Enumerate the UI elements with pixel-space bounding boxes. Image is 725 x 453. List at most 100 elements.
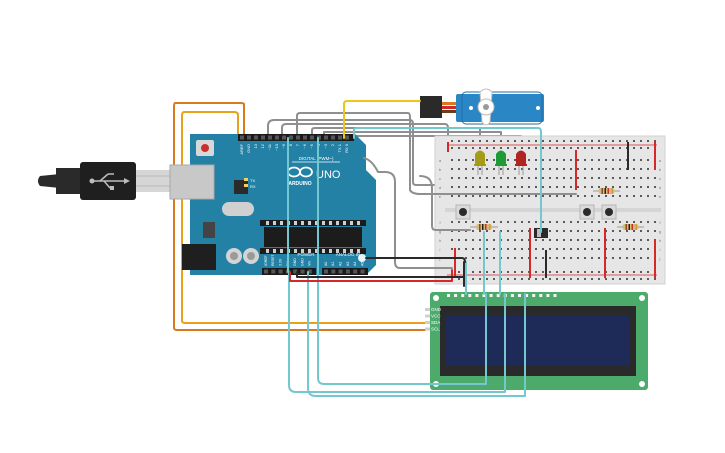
terminal-hole[interactable] bbox=[612, 186, 614, 188]
terminal-hole[interactable] bbox=[577, 221, 579, 223]
terminal-hole[interactable] bbox=[563, 248, 565, 250]
terminal-hole[interactable] bbox=[584, 248, 586, 250]
terminal-hole[interactable] bbox=[654, 177, 656, 179]
terminal-hole[interactable] bbox=[486, 257, 488, 259]
terminal-hole[interactable] bbox=[486, 177, 488, 179]
terminal-hole[interactable] bbox=[535, 159, 537, 161]
terminal-hole[interactable] bbox=[479, 239, 481, 241]
terminal-hole[interactable] bbox=[647, 239, 649, 241]
terminal-hole[interactable] bbox=[493, 221, 495, 223]
terminal-hole[interactable] bbox=[570, 248, 572, 250]
terminal-hole[interactable] bbox=[514, 195, 516, 197]
terminal-hole[interactable] bbox=[521, 248, 523, 250]
terminal-hole[interactable] bbox=[619, 257, 621, 259]
rail-hole[interactable] bbox=[479, 147, 481, 149]
terminal-hole[interactable] bbox=[563, 257, 565, 259]
terminal-hole[interactable] bbox=[598, 177, 600, 179]
terminal-hole[interactable] bbox=[528, 195, 530, 197]
header-pin[interactable] bbox=[310, 135, 314, 140]
terminal-hole[interactable] bbox=[486, 221, 488, 223]
terminal-hole[interactable] bbox=[640, 221, 642, 223]
terminal-hole[interactable] bbox=[458, 168, 460, 170]
rail-hole[interactable] bbox=[500, 147, 502, 149]
terminal-hole[interactable] bbox=[507, 195, 509, 197]
rail-hole[interactable] bbox=[528, 140, 530, 142]
rail-hole[interactable] bbox=[493, 147, 495, 149]
rail-hole[interactable] bbox=[493, 271, 495, 273]
header-pin[interactable] bbox=[278, 269, 283, 274]
terminal-hole[interactable] bbox=[591, 195, 593, 197]
header-pin[interactable] bbox=[300, 269, 305, 274]
lcd-pad[interactable] bbox=[454, 294, 458, 297]
rail-hole[interactable] bbox=[451, 147, 453, 149]
terminal-hole[interactable] bbox=[640, 239, 642, 241]
rail-hole[interactable] bbox=[514, 140, 516, 142]
terminal-hole[interactable] bbox=[647, 221, 649, 223]
terminal-hole[interactable] bbox=[479, 257, 481, 259]
rail-hole[interactable] bbox=[577, 147, 579, 149]
terminal-hole[interactable] bbox=[633, 177, 635, 179]
terminal-hole[interactable] bbox=[612, 168, 614, 170]
terminal-hole[interactable] bbox=[654, 230, 656, 232]
terminal-hole[interactable] bbox=[500, 230, 502, 232]
terminal-hole[interactable] bbox=[465, 248, 467, 250]
rail-hole[interactable] bbox=[640, 271, 642, 273]
servo-motor[interactable] bbox=[420, 88, 544, 126]
rail-hole[interactable] bbox=[633, 278, 635, 280]
lcd-pin[interactable] bbox=[425, 327, 430, 331]
terminal-hole[interactable] bbox=[521, 221, 523, 223]
rail-hole[interactable] bbox=[640, 278, 642, 280]
rail-hole[interactable] bbox=[514, 147, 516, 149]
terminal-hole[interactable] bbox=[451, 168, 453, 170]
terminal-hole[interactable] bbox=[626, 177, 628, 179]
terminal-hole[interactable] bbox=[570, 230, 572, 232]
lcd-pad[interactable] bbox=[489, 294, 493, 297]
terminal-hole[interactable] bbox=[535, 168, 537, 170]
rail-hole[interactable] bbox=[521, 278, 523, 280]
terminal-hole[interactable] bbox=[535, 177, 537, 179]
terminal-hole[interactable] bbox=[514, 239, 516, 241]
header-pin[interactable] bbox=[331, 269, 336, 274]
terminal-hole[interactable] bbox=[486, 195, 488, 197]
terminal-hole[interactable] bbox=[556, 257, 558, 259]
rail-hole[interactable] bbox=[563, 147, 565, 149]
terminal-hole[interactable] bbox=[535, 239, 537, 241]
rail-hole[interactable] bbox=[535, 278, 537, 280]
rail-hole[interactable] bbox=[584, 147, 586, 149]
wire-orange-sda[interactable] bbox=[181, 111, 426, 324]
terminal-hole[interactable] bbox=[514, 257, 516, 259]
terminal-hole[interactable] bbox=[619, 195, 621, 197]
terminal-hole[interactable] bbox=[563, 239, 565, 241]
terminal-hole[interactable] bbox=[521, 230, 523, 232]
terminal-hole[interactable] bbox=[472, 248, 474, 250]
wire-gray[interactable] bbox=[267, 119, 481, 186]
rail-hole[interactable] bbox=[647, 271, 649, 273]
terminal-hole[interactable] bbox=[521, 239, 523, 241]
rail-hole[interactable] bbox=[591, 278, 593, 280]
header-pin[interactable] bbox=[247, 135, 251, 140]
rail-hole[interactable] bbox=[647, 278, 649, 280]
terminal-hole[interactable] bbox=[556, 186, 558, 188]
terminal-hole[interactable] bbox=[598, 186, 600, 188]
terminal-hole[interactable] bbox=[584, 230, 586, 232]
rail-hole[interactable] bbox=[626, 140, 628, 142]
terminal-hole[interactable] bbox=[535, 195, 537, 197]
rail-hole[interactable] bbox=[647, 147, 649, 149]
rail-hole[interactable] bbox=[640, 140, 642, 142]
terminal-hole[interactable] bbox=[591, 186, 593, 188]
rail-hole[interactable] bbox=[472, 140, 474, 142]
terminal-hole[interactable] bbox=[465, 239, 467, 241]
lcd-pad[interactable] bbox=[461, 294, 465, 297]
terminal-hole[interactable] bbox=[451, 195, 453, 197]
terminal-hole[interactable] bbox=[647, 159, 649, 161]
terminal-hole[interactable] bbox=[570, 195, 572, 197]
terminal-hole[interactable] bbox=[598, 159, 600, 161]
terminal-hole[interactable] bbox=[493, 239, 495, 241]
terminal-hole[interactable] bbox=[472, 257, 474, 259]
wire-teal[interactable] bbox=[288, 271, 506, 393]
terminal-hole[interactable] bbox=[626, 248, 628, 250]
rail-hole[interactable] bbox=[458, 147, 460, 149]
header-pin[interactable] bbox=[289, 135, 293, 140]
rail-hole[interactable] bbox=[549, 278, 551, 280]
